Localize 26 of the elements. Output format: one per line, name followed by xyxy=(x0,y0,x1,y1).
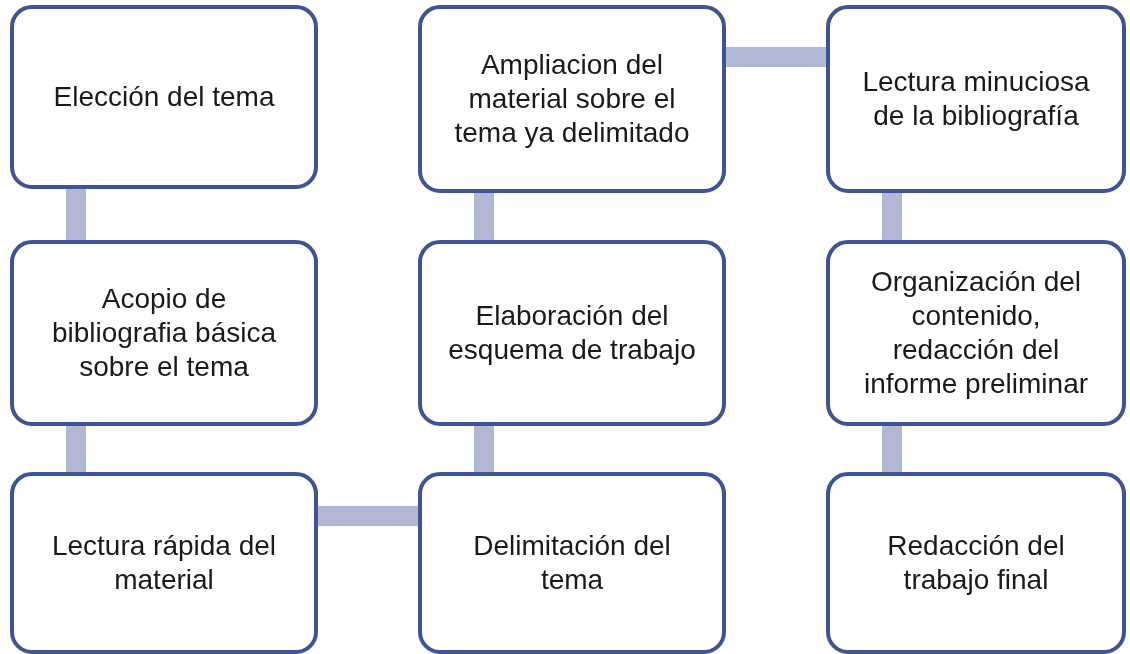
process-box xyxy=(418,5,726,193)
connector-bar xyxy=(882,426,902,472)
connector-bar xyxy=(318,506,418,526)
step-text: Ampliacion del material sobre el tema ya delimitado xyxy=(453,47,691,151)
process-box xyxy=(10,472,318,654)
process-box xyxy=(826,472,1126,654)
step-text: Elaboración del esquema de trabajo xyxy=(448,298,696,367)
step-text: Lectura rápida del material xyxy=(50,528,278,597)
process-box xyxy=(826,5,1126,193)
connector-bar xyxy=(474,193,494,240)
step-text: Redacción del trabajo final xyxy=(886,528,1066,597)
connector-bar xyxy=(726,47,826,67)
process-box xyxy=(418,472,726,654)
connector-bar xyxy=(882,193,902,240)
step-text: Delimitación del tema xyxy=(472,528,672,597)
process-box xyxy=(826,240,1126,426)
step-text: Acopio de bibliografia básica sobre el tema xyxy=(50,281,278,385)
connector-bar xyxy=(66,426,86,472)
step-text: Lectura minuciosa de la bibliografía xyxy=(861,64,1091,133)
process-box xyxy=(10,240,318,426)
connector-bar xyxy=(474,426,494,472)
process-box xyxy=(10,5,318,189)
connector-bar xyxy=(66,189,86,240)
step-text: Organización del contenido, redacción del informe preliminar xyxy=(862,264,1090,402)
step-text: Elección del tema xyxy=(53,79,275,114)
process-box xyxy=(418,240,726,426)
